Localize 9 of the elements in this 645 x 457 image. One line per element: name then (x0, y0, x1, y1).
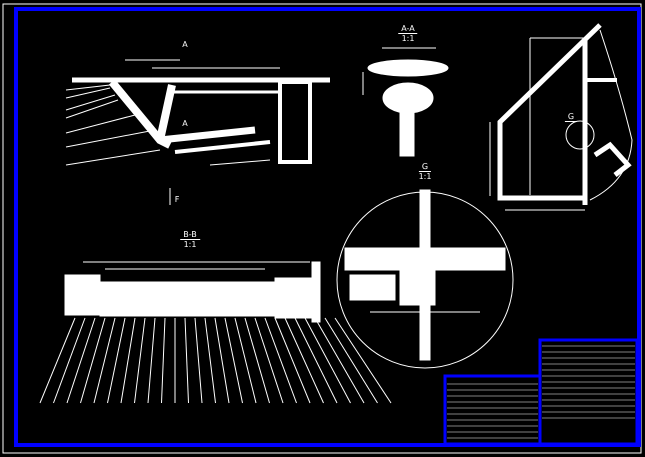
scale-label: 1:1 (402, 34, 414, 43)
view-title: A-A (398, 24, 418, 34)
view-title: B-B (180, 230, 200, 240)
scale-label: 1:1 (184, 240, 196, 249)
section-marker: A (182, 40, 188, 49)
view-title: G (418, 162, 432, 172)
view-marker: F (174, 195, 180, 204)
section-marker: A (182, 119, 188, 128)
scale-label: 1:1 (418, 172, 432, 181)
